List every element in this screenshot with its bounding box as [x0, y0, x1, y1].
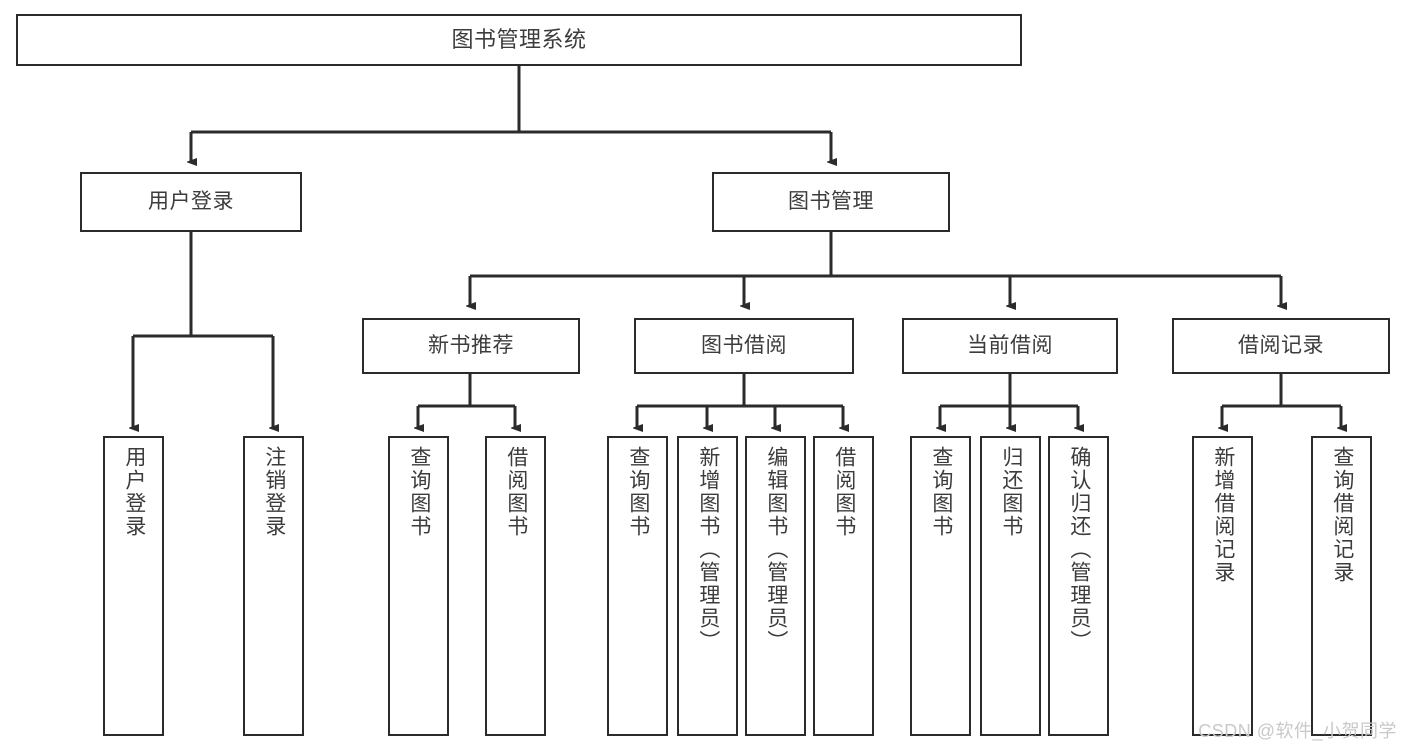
node-book-management[interactable]: 图书管理: [712, 172, 950, 232]
node-label: 查询图书: [407, 446, 431, 538]
node-root-book-management-system[interactable]: 图书管理系统: [16, 14, 1022, 66]
node-label: 编辑图书（管理员）: [764, 446, 788, 653]
node-label: 查询图书: [929, 446, 953, 538]
node-label: 新增图书（管理员）: [696, 446, 720, 653]
node-label: 归还图书: [999, 446, 1023, 538]
watermark: CSDN @软件_小贺同学: [1198, 721, 1397, 741]
node-label: 当前借阅: [967, 333, 1053, 357]
node-label: 图书管理系统: [451, 27, 587, 53]
node-label: 注销登录: [262, 446, 286, 538]
node-label: 借阅记录: [1238, 333, 1324, 357]
leaf-edit-book-admin[interactable]: 编辑图书（管理员）: [745, 436, 806, 736]
node-label: 图书借阅: [701, 333, 787, 357]
leaf-borrow-book[interactable]: 借阅图书: [813, 436, 874, 736]
leaf-confirm-return-admin[interactable]: 确认归还（管理员）: [1048, 436, 1109, 736]
node-label: 借阅图书: [504, 446, 528, 538]
node-label: 图书管理: [788, 189, 874, 213]
leaf-add-book-admin[interactable]: 新增图书（管理员）: [677, 436, 738, 736]
leaf-return-book[interactable]: 归还图书: [980, 436, 1041, 736]
leaf-query-book-borrow[interactable]: 查询图书: [607, 436, 668, 736]
node-label: 确认归还（管理员）: [1067, 446, 1091, 653]
node-label: 查询借阅记录: [1330, 446, 1354, 584]
node-label: 新书推荐: [428, 333, 514, 357]
node-current-borrow[interactable]: 当前借阅: [902, 318, 1118, 374]
leaf-query-borrow-record[interactable]: 查询借阅记录: [1311, 436, 1372, 736]
node-user-login[interactable]: 用户登录: [80, 172, 302, 232]
node-new-book-recommend[interactable]: 新书推荐: [362, 318, 580, 374]
leaf-borrow-book-recommend[interactable]: 借阅图书: [485, 436, 546, 736]
node-label: 借阅图书: [832, 446, 856, 538]
leaf-query-book-recommend[interactable]: 查询图书: [388, 436, 449, 736]
leaf-logout[interactable]: 注销登录: [243, 436, 304, 736]
leaf-query-book-current[interactable]: 查询图书: [910, 436, 971, 736]
node-label: 用户登录: [148, 189, 234, 213]
leaf-user-login[interactable]: 用户登录: [103, 436, 164, 736]
node-label: 用户登录: [122, 446, 146, 538]
leaf-add-borrow-record[interactable]: 新增借阅记录: [1192, 436, 1253, 736]
node-label: 查询图书: [626, 446, 650, 538]
node-label: 新增借阅记录: [1211, 446, 1235, 584]
node-book-borrow[interactable]: 图书借阅: [634, 318, 854, 374]
node-borrow-record[interactable]: 借阅记录: [1172, 318, 1390, 374]
